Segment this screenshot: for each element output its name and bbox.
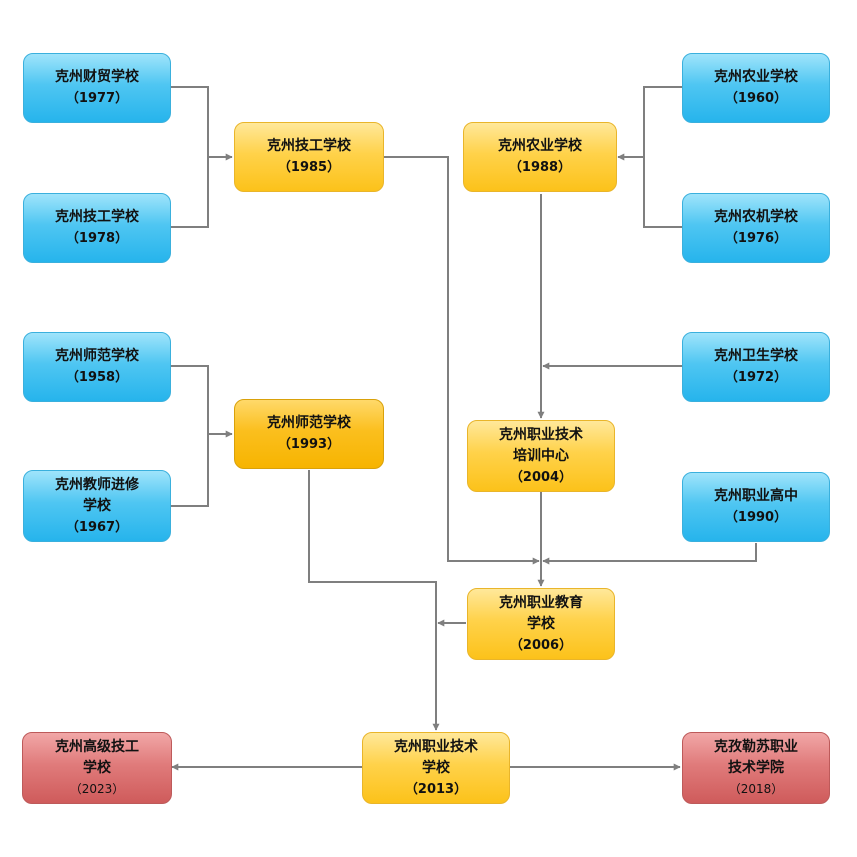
node-year: （2006）	[509, 637, 573, 653]
edge-1958-to-1993	[171, 365, 209, 507]
node-name-line-1: 克州职业技术	[499, 426, 583, 443]
node-name: 克州师范学校	[267, 415, 351, 431]
node-name-line-2: 学校	[422, 759, 450, 776]
node-name-line-1: 克州教师进修	[55, 476, 139, 493]
node-name-line-1: 克州职业教育	[499, 594, 583, 611]
edge-1993-to-2013	[308, 470, 440, 731]
node-kz-vocational-training-center: 克州职业技术 培训中心 （2004）	[467, 420, 615, 492]
node-name: 克州农机学校	[714, 209, 798, 225]
node-kz-normal-school-1958: 克州师范学校 （1958）	[23, 332, 171, 402]
edge-1977-to-1985	[171, 86, 209, 228]
node-name: 克州职业高中	[714, 488, 798, 504]
node-year: （1990）	[724, 510, 788, 525]
node-year: （1978）	[65, 231, 129, 246]
node-name-line-2: 技术学院	[728, 759, 784, 776]
node-name-line-1: 克州高级技工	[55, 738, 139, 755]
node-year: （2013）	[404, 781, 468, 797]
edge-1960-to-1988	[643, 86, 682, 228]
node-kz-agri-school-1988: 克州农业学校 （1988）	[463, 122, 617, 192]
node-kz-vocational-technical-school: 克州职业技术 学校 （2013）	[362, 732, 510, 804]
edge-1990-to-2006	[542, 543, 757, 565]
node-name: 克州财贸学校	[55, 69, 139, 85]
node-kz-normal-school-1993: 克州师范学校 （1993）	[234, 399, 384, 469]
node-year: （2004）	[509, 469, 573, 485]
edge-1985-to-2006	[384, 156, 540, 565]
node-year: （1988）	[508, 160, 572, 175]
node-kz-vocational-education-school: 克州职业教育 学校 （2006）	[467, 588, 615, 660]
node-name: 克州农业学校	[714, 69, 798, 85]
node-kizilsu-vocational-college: 克孜勒苏职业 技术学院 （2018）	[682, 732, 830, 804]
node-name: 克州技工学校	[267, 138, 351, 154]
node-kz-vocational-high-school: 克州职业高中 （1990）	[682, 472, 830, 542]
node-year: （2018）	[728, 781, 784, 796]
node-year: （1976）	[724, 231, 788, 246]
node-kz-technical-school-1985: 克州技工学校 （1985）	[234, 122, 384, 192]
node-kz-agri-machinery-school: 克州农机学校 （1976）	[682, 193, 830, 263]
node-name-line-2: 学校	[83, 759, 111, 776]
node-kz-teacher-training-school: 克州教师进修 学校 （1967）	[23, 470, 171, 542]
node-year: （1993）	[277, 437, 341, 452]
node-name-line-1: 克孜勒苏职业	[714, 738, 798, 755]
node-name: 克州技工学校	[55, 209, 139, 225]
node-year: （1967）	[65, 519, 129, 535]
node-name-line-2: 培训中心	[513, 447, 569, 464]
node-year: （2023）	[69, 781, 125, 796]
node-kz-senior-technical-school: 克州高级技工 学校 （2023）	[22, 732, 172, 804]
node-name: 克州卫生学校	[714, 348, 798, 364]
node-kz-agri-school-1960: 克州农业学校 （1960）	[682, 53, 830, 123]
node-name-line-1: 克州职业技术	[394, 738, 478, 755]
node-name-line-2: 学校	[83, 497, 111, 514]
node-kz-finance-trade-school: 克州财贸学校 （1977）	[23, 53, 171, 123]
node-name: 克州农业学校	[498, 138, 582, 154]
node-year: （1977）	[65, 91, 129, 106]
node-year: （1972）	[724, 370, 788, 385]
node-name: 克州师范学校	[55, 348, 139, 364]
node-year: （1985）	[277, 160, 341, 175]
node-kz-technical-school-1978: 克州技工学校 （1978）	[23, 193, 171, 263]
node-year: （1960）	[724, 91, 788, 106]
node-kz-health-school: 克州卫生学校 （1972）	[682, 332, 830, 402]
node-year: （1958）	[65, 370, 129, 385]
node-name-line-2: 学校	[527, 615, 555, 632]
